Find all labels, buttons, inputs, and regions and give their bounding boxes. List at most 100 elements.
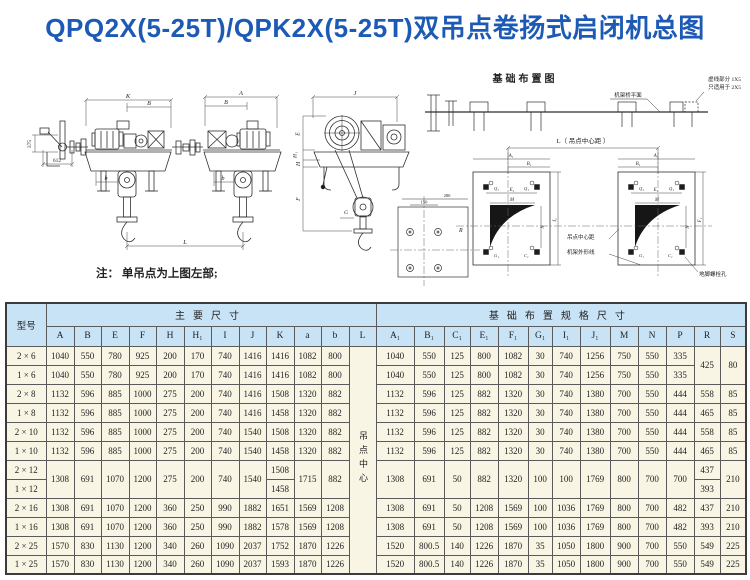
model-cell: 1 × 8	[5, 402, 47, 423]
bolt-labels: Q₁ Q₁ G₁ C₁ Q₁ Q₁ G₁ C₁	[494, 186, 674, 258]
dim-B1-right: B₁	[636, 162, 641, 167]
dim-I1: I₁	[553, 218, 558, 223]
table-cell: 1520	[375, 535, 415, 556]
table-cell: 200	[155, 345, 185, 366]
table-cell: 1132	[375, 383, 415, 404]
plate-centerlines	[390, 152, 712, 286]
column-header: N	[637, 325, 667, 347]
l-vertical-text: 吊点中心	[358, 430, 369, 487]
table-cell: 700	[609, 402, 639, 423]
table-cell: 30	[527, 364, 553, 385]
column-header: B	[73, 325, 102, 347]
table-cell: 596	[413, 383, 445, 404]
dim-K: K	[125, 93, 131, 100]
table-cell: 335	[665, 364, 695, 385]
table-cell: 830	[73, 554, 102, 575]
table-cell: 85	[719, 383, 747, 404]
model-column-header: 型号	[5, 302, 47, 347]
table-cell: 1320	[497, 402, 529, 423]
table-cell: 1200	[128, 554, 157, 575]
bolt-label-c1: C₁	[524, 253, 529, 258]
table-cell: 1569	[497, 497, 529, 518]
table-cell: 100	[551, 459, 581, 499]
table-cell: 1320	[497, 440, 529, 461]
table-cell: 882	[469, 459, 499, 499]
column-header: C₁	[443, 325, 471, 347]
bolt-label-q1: Q₁	[669, 186, 674, 191]
table-cell: 1416	[238, 345, 267, 366]
column-header: I₁	[551, 325, 581, 347]
column-header: B₁	[413, 325, 445, 347]
table-cell: 740	[551, 364, 581, 385]
table-cell: 550	[413, 364, 445, 385]
table-cell: 50	[443, 516, 471, 537]
table-cell: 1208	[320, 497, 350, 518]
column-header: J₁	[579, 325, 611, 347]
table-cell: 1882	[238, 497, 267, 518]
dim-J: J	[354, 90, 358, 97]
table-cell: 30	[527, 383, 553, 404]
table-cell: 1458	[265, 440, 295, 461]
table-cell: 1508	[265, 459, 295, 480]
table-cell: 1882	[238, 516, 267, 537]
table-cell: 1570	[45, 554, 75, 575]
dim-E1-right: E₁	[653, 188, 659, 193]
table-cell: 882	[469, 402, 499, 423]
table-cell: 1578	[265, 516, 295, 537]
dim-375: 375	[27, 140, 33, 149]
table-cell: 700	[609, 440, 639, 461]
table-cell: 800	[469, 364, 499, 385]
table-cell: 1036	[551, 497, 581, 518]
table-cell: 393	[693, 478, 721, 499]
table-cell: 1320	[293, 383, 322, 404]
bolt-label-g1: G₁	[639, 253, 644, 258]
table-cell: 225	[719, 535, 747, 556]
table-cell: 549	[693, 554, 721, 575]
table-cell: 691	[73, 497, 102, 518]
dim-N-right: N	[686, 225, 691, 230]
dim-L: L	[182, 239, 187, 246]
table-cell: 1082	[293, 364, 322, 385]
dim-A: A	[238, 90, 243, 97]
table-cell: 1570	[45, 535, 75, 556]
hook-left	[116, 170, 138, 243]
table-cell: 1569	[293, 497, 322, 518]
table-cell: 85	[719, 421, 747, 442]
table-cell: 1132	[45, 421, 75, 442]
table-cell: 2037	[238, 535, 267, 556]
table-cell: 200	[183, 440, 212, 461]
table-cell: 210	[719, 497, 747, 518]
table-cell: 444	[665, 402, 695, 423]
dim-612: 612	[53, 158, 62, 164]
table-cell: 740	[210, 402, 240, 423]
table-cell: 550	[665, 554, 695, 575]
table-cell: 800.5	[413, 535, 445, 556]
table-cell: 1200	[128, 535, 157, 556]
table-cell: 1870	[293, 535, 322, 556]
l-column-vertical-cell: 吊点中心	[348, 345, 377, 575]
column-header: A	[45, 325, 75, 347]
model-cell: 2 × 12	[5, 459, 47, 480]
table-cell: 1200	[128, 497, 157, 518]
table-cell: 1200	[128, 459, 157, 499]
table-cell: 125	[443, 383, 471, 404]
table-cell: 35	[527, 535, 553, 556]
anchor-bolt-label: 地脚螺栓孔	[699, 270, 727, 278]
table-cell: 1050	[551, 535, 581, 556]
table-cell: 100	[527, 459, 553, 499]
column-header: F	[128, 325, 157, 347]
side-view-dimensions	[302, 94, 400, 232]
table-cell: 800	[609, 459, 639, 499]
table-cell: 340	[155, 535, 185, 556]
dim-E: E	[296, 132, 302, 137]
center-dist-label: 吊点中心距	[567, 233, 595, 241]
side-view	[313, 115, 410, 251]
dim-E1-left: E₁	[509, 188, 515, 193]
table-cell: 1040	[45, 364, 75, 385]
table-cell: 882	[320, 402, 350, 423]
model-cell: 1 × 10	[5, 440, 47, 461]
table-cell: 1769	[579, 459, 611, 499]
